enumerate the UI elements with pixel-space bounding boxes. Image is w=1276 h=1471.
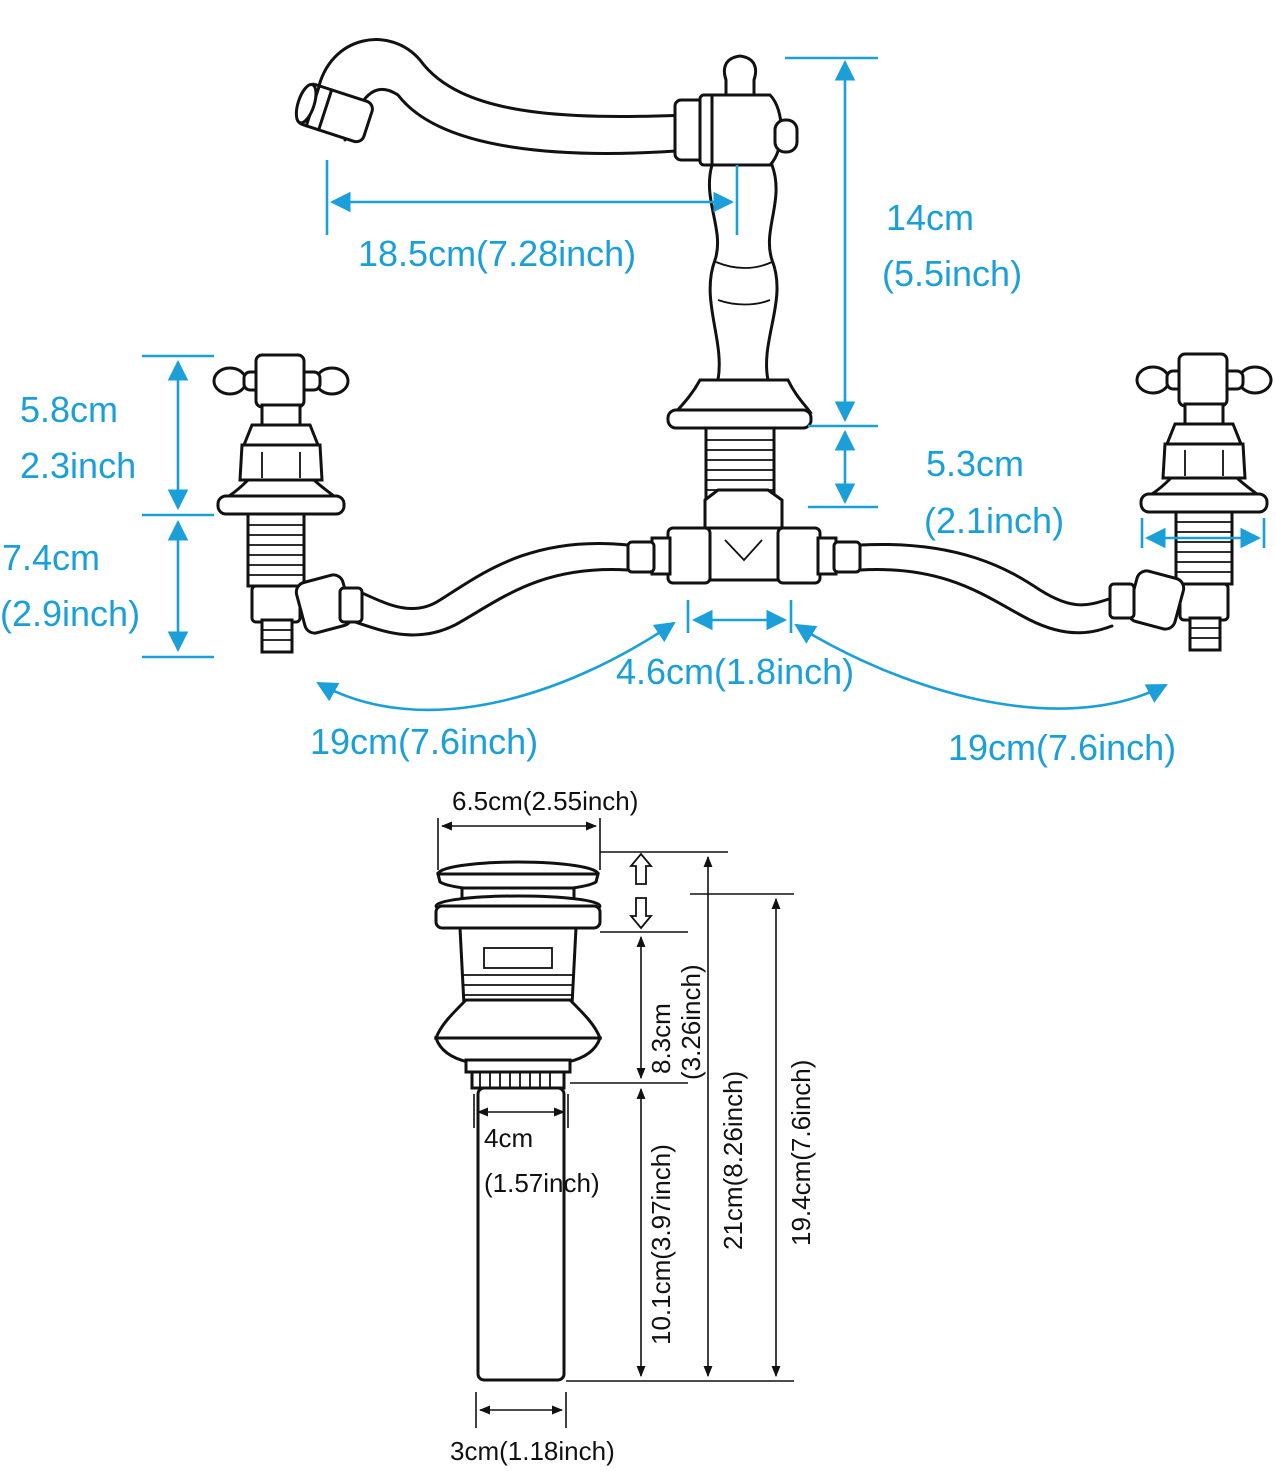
tail-length-label: 10.1cm(3.97inch)	[646, 1144, 676, 1345]
cap-diameter-label: 6.5cm(2.55inch)	[452, 786, 639, 816]
thread-dia-in-label: (1.57inch)	[484, 1168, 600, 1198]
spout-height-cm-label: 14cm	[886, 197, 975, 238]
installed-height-label: 19.4cm(7.6inch)	[786, 1059, 816, 1246]
shank-length-in-label: (2.9inch)	[0, 593, 141, 634]
body-height-in-label: (3.26inch)	[676, 964, 706, 1080]
pop-up-drain	[433, 852, 653, 1382]
center-shank-in-label: (2.1inch)	[924, 500, 1065, 541]
hose-right-label: 19cm(7.6inch)	[948, 727, 1177, 768]
drain-dimension-lines	[437, 818, 794, 1428]
left-handle-valve	[212, 353, 364, 654]
body-height-cm-label: 8.3cm	[646, 1003, 676, 1074]
faucet-dimension-lines	[142, 56, 1266, 712]
tee-width-label: 4.6cm(1.8inch)	[616, 651, 855, 692]
right-handle-valve	[1108, 352, 1273, 652]
spout-reach-label: 18.5cm(7.28inch)	[358, 233, 637, 274]
spout-height-in-label: (5.5inch)	[882, 253, 1023, 294]
handle-height-cm-label: 5.8cm	[20, 389, 119, 430]
center-shank-cm-label: 5.3cm	[926, 443, 1025, 484]
center-spout	[294, 38, 862, 585]
thread-dia-cm-label: 4cm	[484, 1123, 534, 1153]
tail-dia-label: 3cm(1.18inch)	[450, 1436, 615, 1466]
handle-height-in-label: 2.3inch	[20, 445, 137, 486]
shank-length-cm-label: 7.4cm	[2, 537, 101, 578]
hose-left-label: 19cm(7.6inch)	[310, 721, 539, 762]
total-height-label: 21cm(8.26inch)	[718, 1070, 748, 1250]
